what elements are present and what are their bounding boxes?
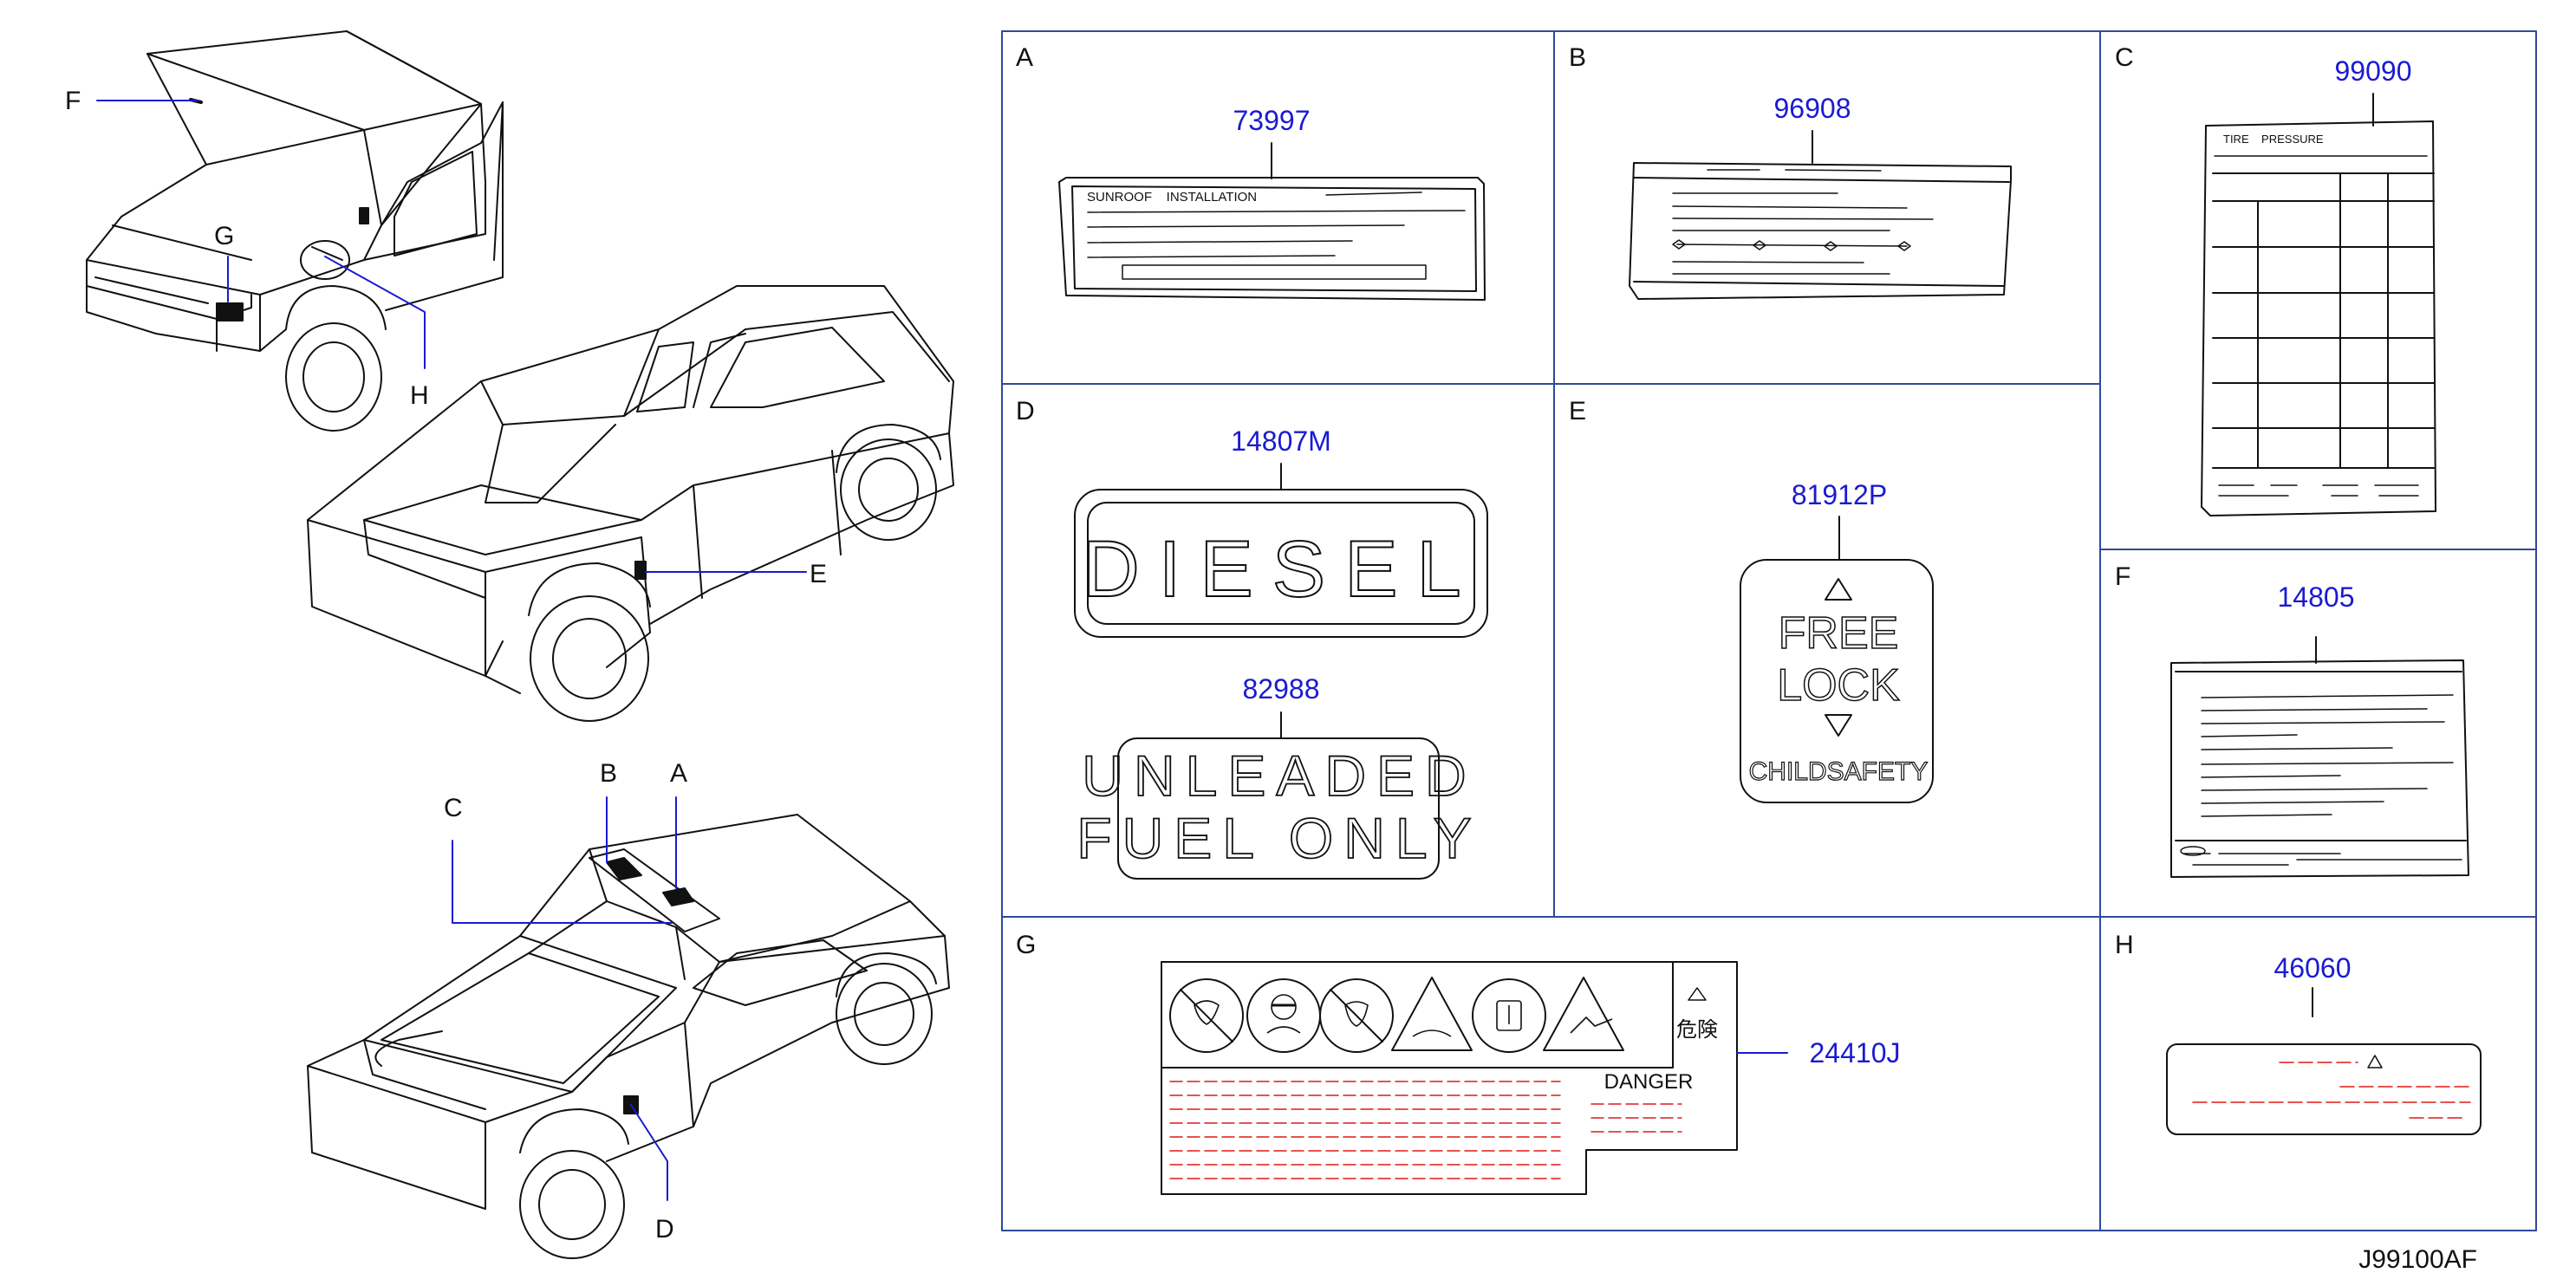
label-unleaded-fuel-only [1117, 711, 1440, 880]
vehicle-pickup-side [307, 285, 954, 722]
panel-label-d: D [1016, 397, 1035, 425]
label-96908 [1629, 130, 2012, 300]
label-diesel [1074, 463, 1488, 638]
free-text: FREE [1779, 608, 1899, 659]
callout-a: A [670, 759, 687, 788]
label-child-safety-lock [1740, 516, 1934, 803]
panel-label-c: C [2115, 43, 2134, 72]
childsafety-text: CHILDSAFETY [1749, 757, 1929, 786]
fuel-only-text: FUEL ONLY [1077, 806, 1481, 870]
tire-pressure-label-text: TIRE PRESSURE [2223, 133, 2324, 146]
diagram-code: J99100AF [2358, 1245, 2477, 1274]
lock-text: LOCK [1777, 660, 1900, 711]
panel-grid [1001, 30, 2537, 1231]
part-number-24410J[interactable]: 24410J [1810, 1037, 1901, 1068]
label-danger-24410J [1161, 961, 1788, 1195]
panel-label-a: A [1016, 43, 1033, 72]
sunroof-label-text: SUNROOF INSTALLATION [1087, 190, 1257, 205]
callout-e: E [810, 560, 827, 588]
part-number-14807M[interactable]: 14807M [1231, 425, 1331, 457]
panel-label-g: G [1016, 931, 1036, 959]
kanji-danger-text: 危険 [1676, 1018, 1718, 1042]
callout-f: F [65, 87, 81, 115]
callout-h: H [410, 381, 429, 410]
part-number-82988[interactable]: 82988 [1243, 673, 1320, 705]
vehicle-pickup-rear [307, 814, 950, 1259]
callout-b: B [600, 759, 617, 788]
callout-c: C [444, 794, 463, 822]
diesel-text: DIESEL [1082, 525, 1480, 614]
callout-d: D [655, 1215, 674, 1244]
label-tire-pressure [2201, 93, 2436, 516]
danger-text: DANGER [1604, 1070, 1694, 1094]
label-sunroof-installation [1058, 142, 1486, 301]
danger-icons [1194, 994, 1613, 1037]
part-number-99090[interactable]: 99090 [2335, 55, 2412, 87]
label-14805 [2170, 636, 2469, 878]
part-number-96908[interactable]: 96908 [1774, 93, 1851, 124]
vehicle-front-hood-open [86, 30, 504, 432]
part-number-73997[interactable]: 73997 [1233, 105, 1311, 136]
part-number-14805[interactable]: 14805 [2278, 581, 2355, 613]
unleaded-text: UNLEADED [1082, 744, 1476, 808]
panel-label-b: B [1569, 43, 1586, 72]
callout-g: G [214, 222, 234, 250]
panel-label-f: F [2115, 562, 2130, 591]
label-46060 [2166, 987, 2482, 1135]
part-number-81912P[interactable]: 81912P [1792, 479, 1887, 510]
part-number-46060[interactable]: 46060 [2274, 952, 2352, 984]
panel-label-e: E [1569, 397, 1586, 425]
panel-label-h: H [2115, 931, 2134, 959]
